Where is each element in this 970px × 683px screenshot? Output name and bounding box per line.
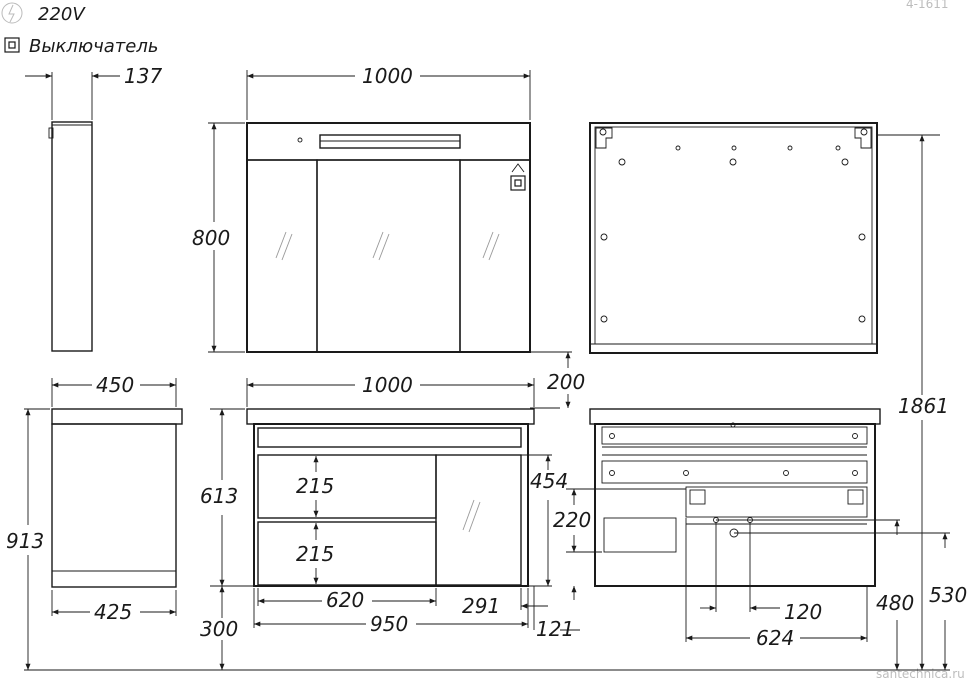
dim-drawers-width: 620	[326, 588, 364, 612]
dim-door-width: 291	[462, 594, 500, 618]
dim-side: 121	[536, 617, 574, 641]
switch-icon	[510, 163, 526, 191]
dim-leg: 300	[200, 617, 238, 641]
power-icon	[1, 2, 23, 24]
dim-drawer1: 215	[296, 474, 334, 498]
vanity-front-view	[210, 378, 580, 670]
vanity-side-view	[24, 378, 183, 671]
cabinet-side-view	[25, 72, 120, 352]
dim-inner-width: 950	[370, 612, 408, 636]
dim-vanity-width: 1000	[362, 373, 413, 397]
legend: 220V Выключатель	[1, 2, 158, 57]
cabinet-front-view	[208, 70, 572, 409]
vanity-rear-view	[566, 408, 950, 670]
dim-gap: 200	[547, 370, 585, 394]
dim-vanity-base-depth: 425	[94, 600, 132, 624]
legend-switch: Выключатель	[29, 36, 158, 57]
dim-cab-depth: 137	[124, 64, 162, 88]
dim-vanity-total: 913	[6, 529, 44, 553]
dim-drawer2: 215	[296, 542, 334, 566]
corner-mark: 4-1611	[906, 0, 949, 11]
dim-624: 624	[756, 626, 794, 650]
dim-220: 220	[553, 508, 591, 532]
dim-vanity-depth: 450	[96, 373, 134, 397]
legend-voltage: 220V	[38, 4, 86, 25]
dim-454: 454	[530, 469, 568, 493]
switch-icon	[4, 37, 20, 53]
dim-vanity-height: 613	[200, 484, 238, 508]
dim-530: 530	[929, 583, 967, 607]
cabinet-rear-view	[589, 122, 940, 670]
watermark: santechnica.ru	[876, 667, 965, 681]
dim-cab-width: 1000	[362, 64, 413, 88]
dim-cab-height: 800	[192, 226, 230, 250]
dim-total-height: 1861	[898, 394, 949, 418]
glass-marks	[275, 231, 500, 261]
dim-120: 120	[784, 600, 822, 624]
dim-480: 480	[876, 591, 914, 615]
door-glass-marks	[462, 499, 481, 533]
